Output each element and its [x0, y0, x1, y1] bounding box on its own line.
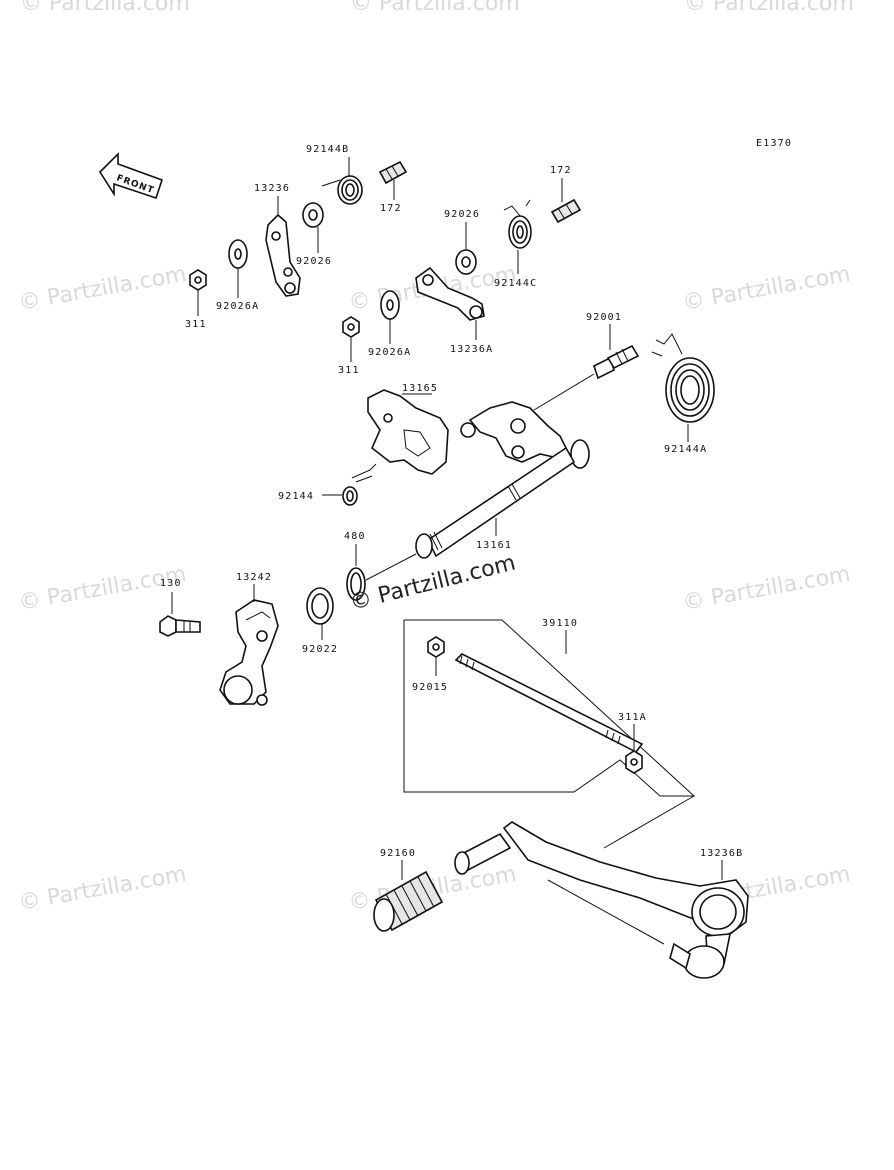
- lever-13236-icon: [265, 213, 301, 297]
- label-92026-right: 92026: [444, 209, 480, 220]
- label-172-right: 172: [550, 165, 572, 176]
- nut-311-left-icon: [189, 269, 207, 291]
- pin-172-right-icon: [550, 198, 582, 224]
- label-92144: 92144: [278, 491, 314, 502]
- label-92022: 92022: [302, 644, 338, 655]
- watermark-mid2-right: © Partzilla.com: [681, 562, 853, 616]
- diagram-code: E1370: [756, 138, 792, 149]
- label-172-top: 172: [380, 203, 402, 214]
- label-13161: 13161: [476, 540, 512, 551]
- label-13236A: 13236A: [450, 344, 493, 355]
- label-92026A-right: 92026A: [368, 347, 411, 358]
- spring-92144-icon: [342, 463, 377, 506]
- washer-92026A-right-icon: [380, 290, 400, 320]
- pedal-13236B-icon: [454, 821, 749, 979]
- nut-311A-icon: [625, 750, 643, 774]
- rod-icon: [454, 653, 644, 754]
- plate-13165-icon: [367, 389, 449, 475]
- bolt-92001-icon: [593, 344, 640, 380]
- spring-92144B-icon: [321, 175, 363, 205]
- label-13236: 13236: [254, 183, 290, 194]
- front-arrow-icon: FRONT: [98, 152, 164, 200]
- nut-92015-icon: [427, 636, 445, 658]
- watermark-mid1-left: © Partzilla.com: [17, 262, 189, 316]
- label-13165: 13165: [402, 383, 438, 394]
- rubber-92160-icon: [373, 870, 444, 932]
- label-13236B: 13236B: [700, 848, 743, 859]
- watermark-top-center: © Partzilla.com: [350, 0, 520, 16]
- label-92160: 92160: [380, 848, 416, 859]
- shaft-13161-icon: [415, 401, 590, 559]
- label-92001: 92001: [586, 312, 622, 323]
- watermark-top-left: © Partzilla.com: [20, 0, 190, 16]
- arm-13242-icon: [219, 599, 279, 706]
- washer-92022-icon: [306, 587, 334, 625]
- nut-311-right-icon: [342, 316, 360, 338]
- circlip-480-icon: [346, 567, 366, 601]
- label-92015: 92015: [412, 682, 448, 693]
- label-92144C: 92144C: [494, 278, 537, 289]
- label-39110: 39110: [542, 618, 578, 629]
- label-92144A: 92144A: [664, 444, 707, 455]
- label-13242: 13242: [236, 572, 272, 583]
- washer-92026-left-icon: [302, 202, 324, 228]
- washer-92026A-left-icon: [228, 239, 248, 269]
- label-311-right: 311: [338, 365, 360, 376]
- lever-13236A-icon: [415, 266, 485, 321]
- label-311-left: 311: [185, 319, 207, 330]
- spring-92144C-icon: [503, 199, 532, 249]
- label-92026-left: 92026: [296, 256, 332, 267]
- spring-92144A-icon: [651, 333, 715, 423]
- pin-172-top-icon: [378, 160, 408, 185]
- label-480: 480: [344, 531, 366, 542]
- center-watermark: © Partzilla.com: [347, 550, 518, 615]
- washer-92026-right-icon: [455, 249, 477, 275]
- label-130: 130: [160, 578, 182, 589]
- label-311A: 311A: [618, 712, 647, 723]
- watermark-mid1-right: © Partzilla.com: [681, 262, 853, 316]
- label-92144B: 92144B: [306, 144, 349, 155]
- bolt-130-icon: [159, 615, 201, 637]
- group-39110-outline: [403, 619, 696, 797]
- label-92026A-left: 92026A: [216, 301, 259, 312]
- watermark-top-right: © Partzilla.com: [684, 0, 854, 16]
- watermark-bot-left: © Partzilla.com: [17, 862, 189, 916]
